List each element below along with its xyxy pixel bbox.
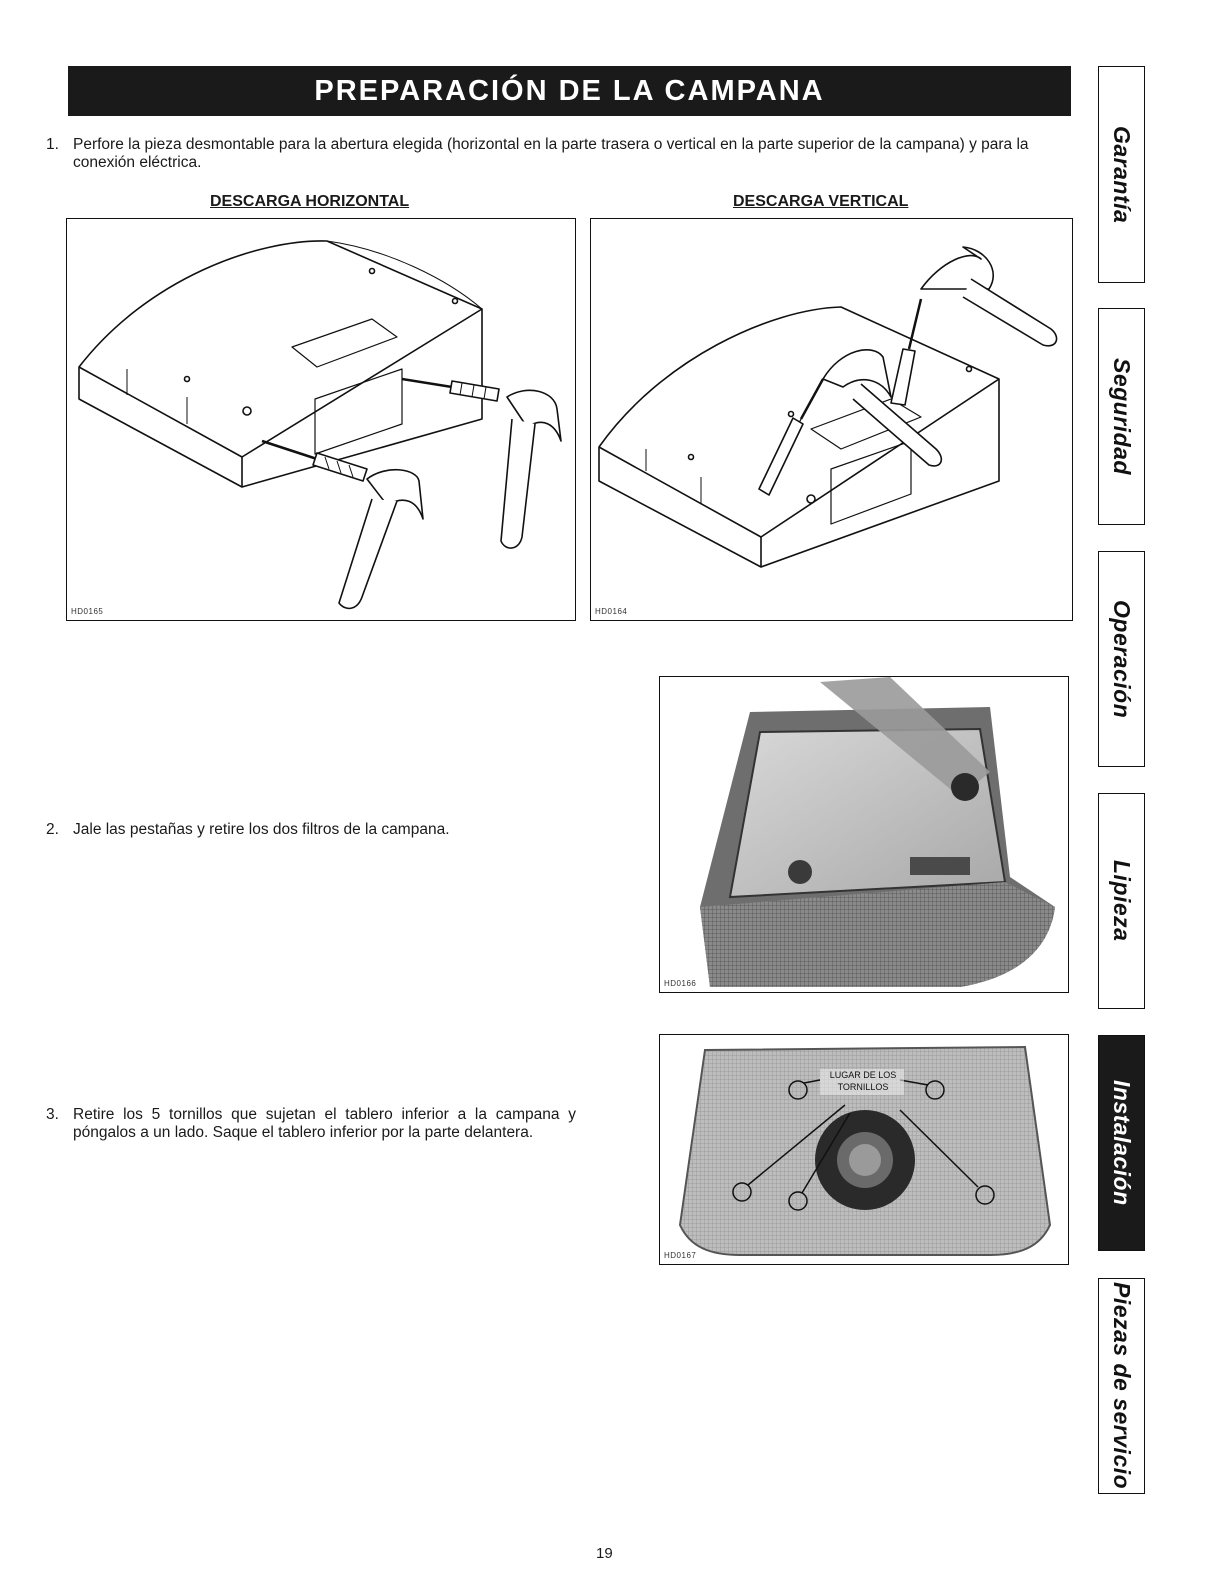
step-text: Retire los 5 tornillos que sujetan el ta…: [73, 1106, 576, 1141]
vertical-discharge-heading: DESCARGA VERTICAL: [733, 193, 909, 210]
tab-seguridad[interactable]: Seguridad: [1098, 308, 1145, 525]
step-number: 2.: [46, 821, 59, 838]
tab-limpieza[interactable]: Lipieza: [1098, 793, 1145, 1009]
hood-horizontal-drawing: [78, 240, 562, 610]
tab-garantia[interactable]: Garantía: [1098, 66, 1145, 283]
figure-code: HD0165: [71, 607, 104, 616]
section-title-banner: PREPARACIÓN DE LA CAMPANA: [68, 66, 1071, 116]
tab-label: Seguridad: [1109, 358, 1135, 475]
step-text: Perfore la pieza desmontable para la abe…: [73, 136, 1029, 171]
screw-locations-label: LUGAR DE LOS TORNILLOS: [822, 1069, 904, 1093]
filter-photo-drawing: [700, 677, 1055, 987]
step-number: 1.: [46, 136, 59, 153]
tab-label: Operación: [1109, 599, 1135, 719]
tab-piezas-de-servicio[interactable]: Piezas de servicio: [1098, 1278, 1145, 1494]
figure-code: HD0167: [664, 1251, 697, 1260]
horizontal-discharge-illustration: HD0165: [66, 218, 576, 621]
step-3: 3. Retire los 5 tornillos que sujetan el…: [46, 1106, 576, 1142]
tab-instalacion[interactable]: Instalación: [1098, 1035, 1145, 1251]
tab-label: Piezas de servicio: [1109, 1282, 1135, 1490]
section-title: PREPARACIÓN DE LA CAMPANA: [314, 74, 825, 107]
hood-vertical-drawing: [598, 246, 1058, 568]
vertical-discharge-illustration: HD0164: [590, 218, 1073, 621]
tab-label: Lipieza: [1109, 860, 1135, 942]
screw-locations-photo: LUGAR DE LOS TORNILLOS HD0167: [659, 1034, 1069, 1265]
screw-photo-drawing: [678, 1045, 1052, 1256]
filter-removal-photo: HD0166: [659, 676, 1069, 993]
horizontal-discharge-heading: DESCARGA HORIZONTAL: [210, 193, 410, 210]
figure-code: HD0164: [595, 607, 628, 616]
step-number: 3.: [46, 1106, 59, 1123]
step-text: Jale las pestañas y retire los dos filtr…: [73, 821, 450, 838]
tab-operacion[interactable]: Operación: [1098, 551, 1145, 767]
tab-label: Garantía: [1109, 125, 1135, 224]
step-2: 2. Jale las pestañas y retire los dos fi…: [46, 821, 566, 839]
figure-code: HD0166: [664, 979, 697, 988]
page-number: 19: [596, 1545, 613, 1562]
tab-label: Instalación: [1109, 1080, 1135, 1206]
screw-label-line-2: TORNILLOS: [837, 1082, 889, 1092]
screw-label-line-1: LUGAR DE LOS: [829, 1070, 897, 1080]
step-1: 1. Perfore la pieza desmontable para la …: [46, 136, 1076, 172]
